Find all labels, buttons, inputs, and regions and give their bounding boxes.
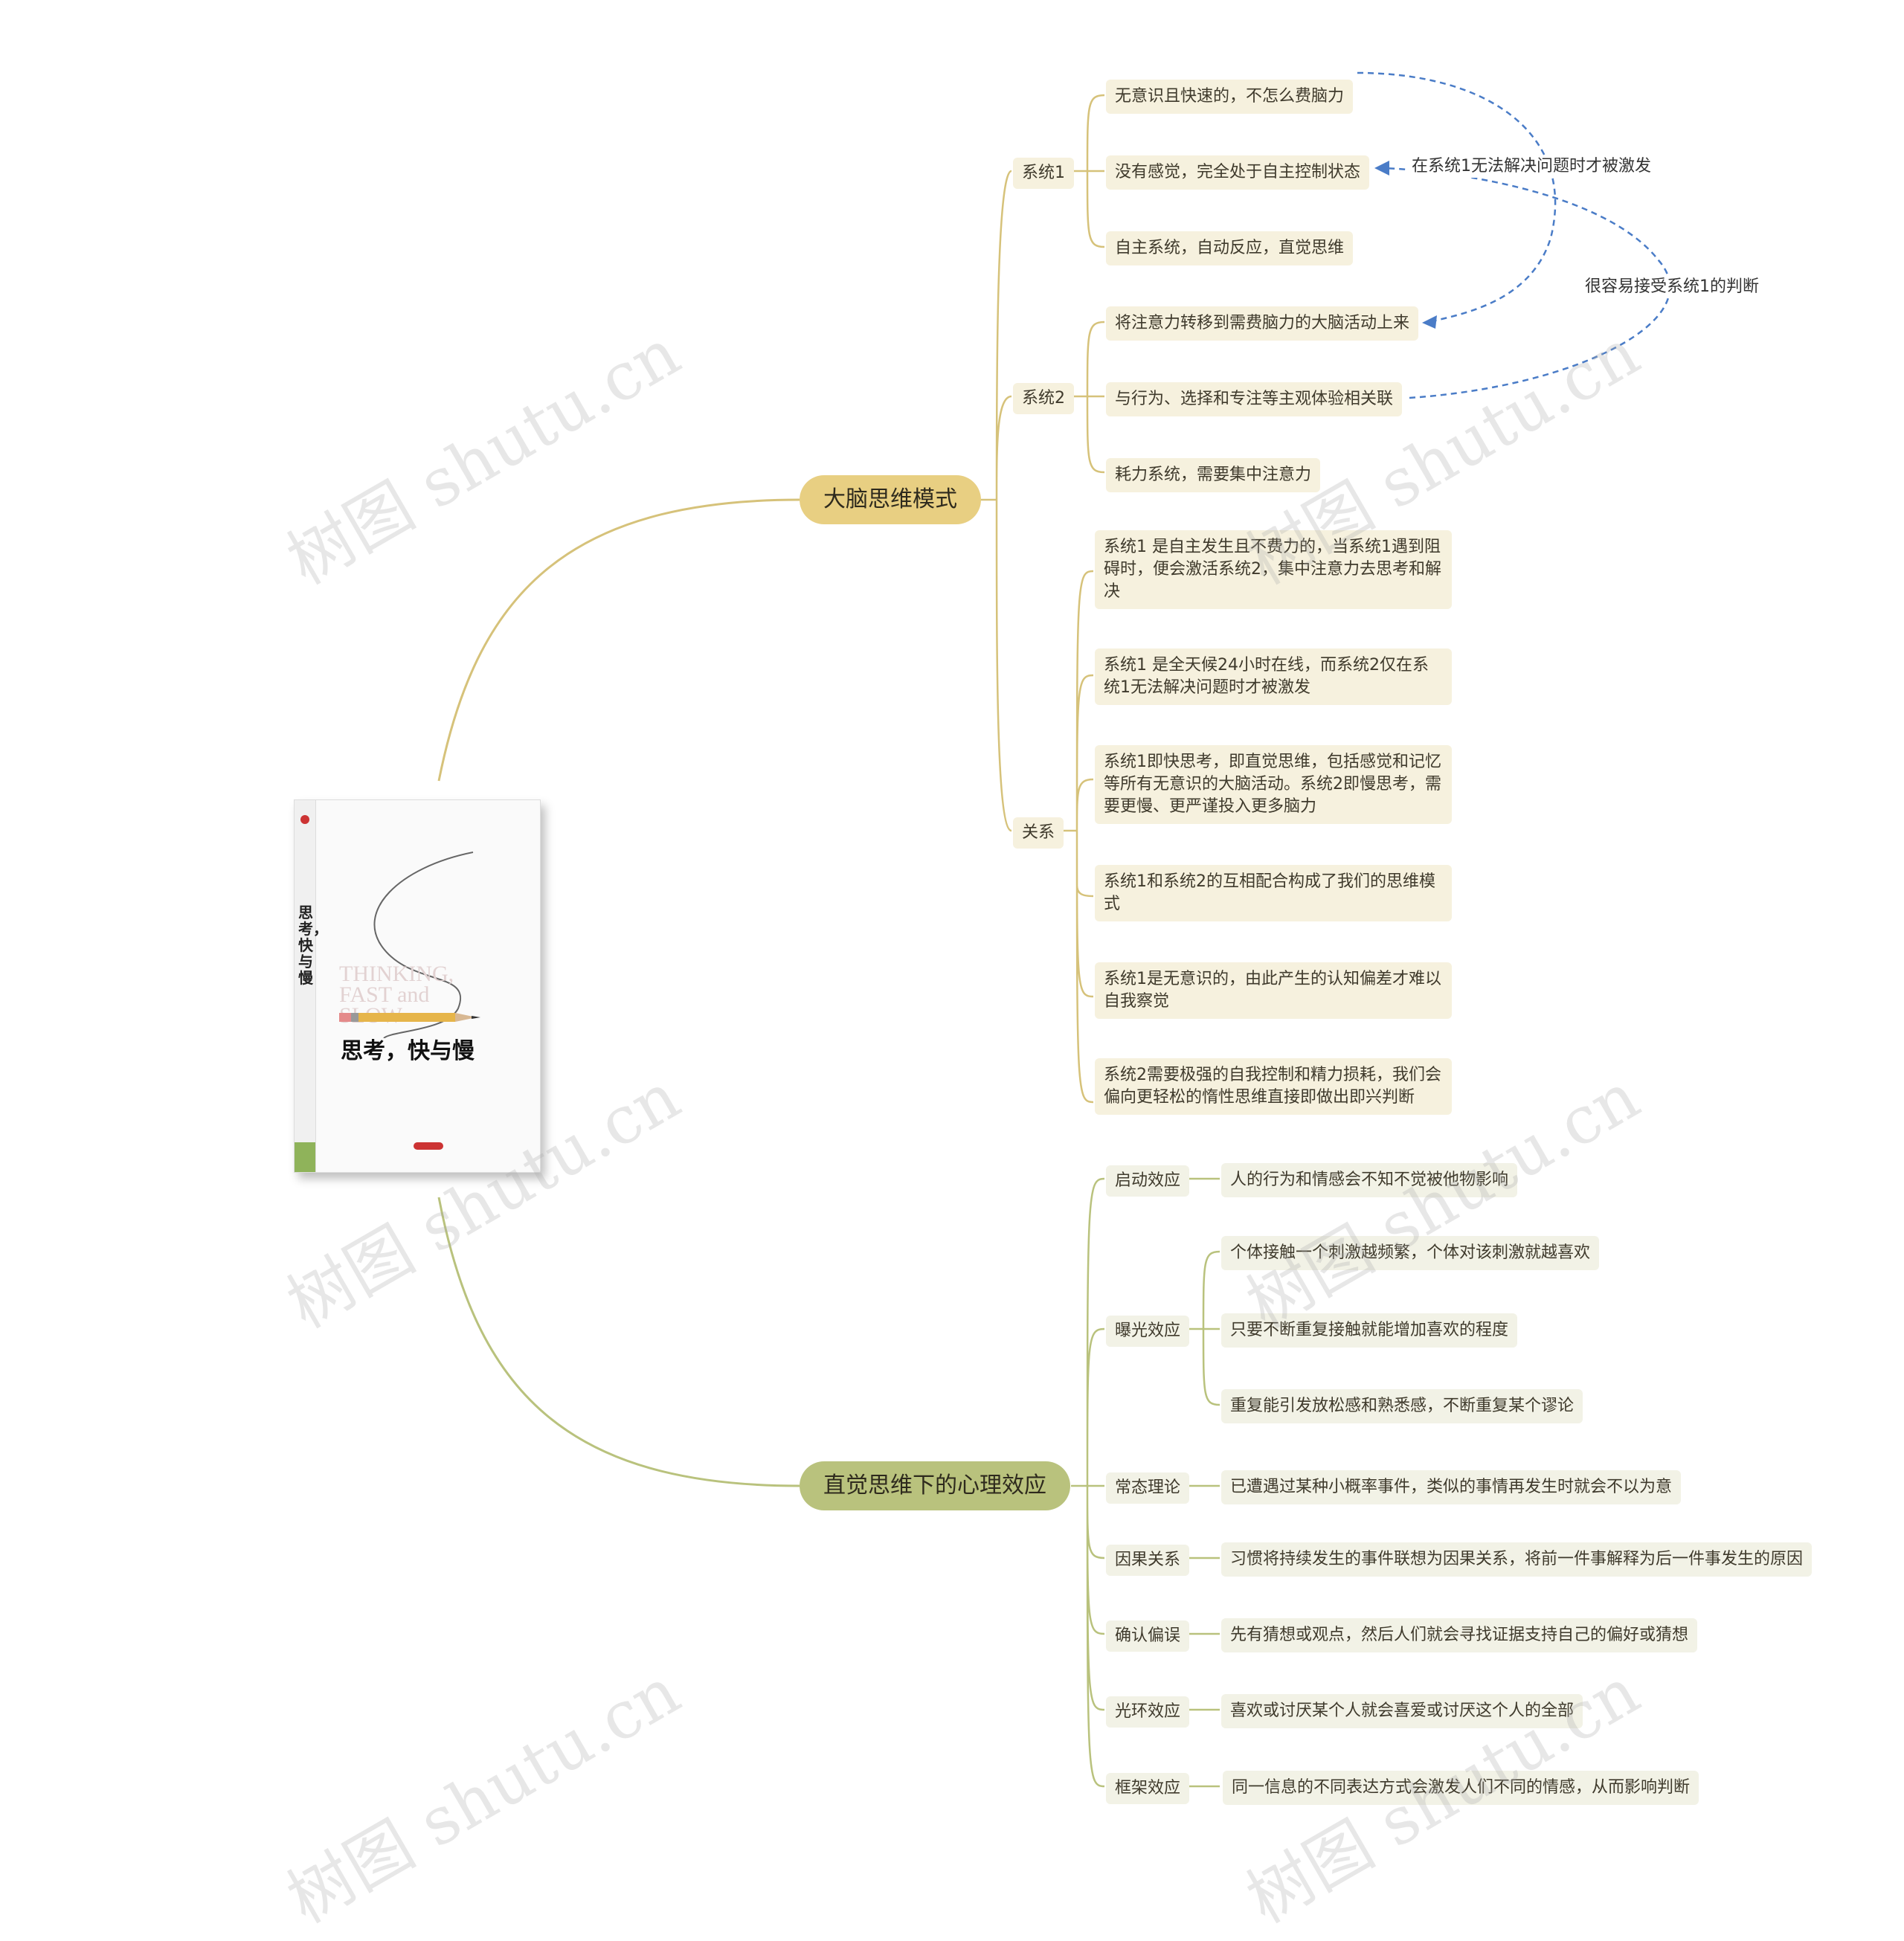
system1-item-1[interactable]: 无意识且快速的，不怎么费脑力: [1106, 80, 1353, 114]
effect-causality[interactable]: 因果关系: [1106, 1545, 1189, 1576]
subtopic-system2[interactable]: 系统2: [1013, 383, 1074, 414]
relation-item-3[interactable]: 系统1即快思考，即直觉思维，包括感觉和记忆等所有无意识的大脑活动。系统2即慢思考…: [1095, 745, 1452, 824]
effect-exposure-item-1[interactable]: 个体接触一个刺激越频繁，个体对该刺激就越喜欢: [1221, 1236, 1599, 1270]
link-note-accept-judgement: 很容易接受系统1的判断: [1580, 276, 1763, 298]
effect-normalcy-item-1[interactable]: 已遭遇过某种小概率事件，类似的事情再发生时就会不以为意: [1221, 1470, 1681, 1504]
effect-halo[interactable]: 光环效应: [1106, 1696, 1189, 1728]
branch-brain-thinking-modes[interactable]: 大脑思维模式: [800, 475, 981, 524]
root-to-branch1: [439, 500, 800, 781]
branch-intuitive-effects[interactable]: 直觉思维下的心理效应: [800, 1461, 1070, 1510]
relation-item-4[interactable]: 系统1和系统2的互相配合构成了我们的思维模式: [1095, 865, 1452, 921]
subtopic-relation[interactable]: 关系: [1013, 817, 1064, 849]
relation-item-6[interactable]: 系统2需要极强的自我控制和精力损耗，我们会偏向更轻松的惰性思维直接即做出即兴判断: [1095, 1058, 1452, 1115]
publisher-seal-icon: [300, 815, 309, 824]
pencil-icon: [339, 1008, 488, 1026]
subtopic-system1[interactable]: 系统1: [1013, 158, 1074, 189]
relation-leaves: [1061, 571, 1093, 1102]
effect-exposure-item-2[interactable]: 只要不断重复接触就能增加喜欢的程度: [1221, 1313, 1517, 1348]
link-note-activation: 在系统1无法解决问题时才被激发: [1407, 155, 1656, 178]
effect-priming-item-1[interactable]: 人的行为和情感会不知不觉被他物影响: [1221, 1163, 1517, 1197]
relation-item-1[interactable]: 系统1 是自主发生且不费力的，当系统1遇到阻碍时，便会激活系统2，集中注意力去思…: [1095, 530, 1452, 609]
effect-exposure[interactable]: 曝光效应: [1106, 1316, 1189, 1347]
effect-causality-item-1[interactable]: 习惯将持续发生的事件联想为因果关系，将前一件事解释为后一件事发生的原因: [1221, 1542, 1812, 1577]
effect-confirmation-bias-item-1[interactable]: 先有猜想或观点，然后人们就会寻找证据支持自己的偏好或猜想: [1221, 1618, 1697, 1652]
dashed-link-1: [1357, 73, 1555, 321]
effect-exposure-item-3[interactable]: 重复能引发放松感和熟悉感，不断重复某个谬论: [1221, 1389, 1583, 1423]
effect-halo-item-1[interactable]: 喜欢或讨厌某个人就会喜爱或讨厌这个人的全部: [1221, 1694, 1583, 1728]
relation-item-5[interactable]: 系统1是无意识的，由此产生的认知偏差才难以自我察觉: [1095, 962, 1452, 1019]
relation-item-2[interactable]: 系统1 是全天候24小时在线，而系统2仅在系统1无法解决问题时才被激发: [1095, 648, 1452, 705]
system2-leaves: [1072, 322, 1104, 472]
effect-framing-item-1[interactable]: 同一信息的不同表达方式会激发人们不同的情感，从而影响判断: [1223, 1771, 1699, 1805]
system2-item-3[interactable]: 耗力系统，需要集中注意力: [1106, 458, 1320, 492]
system2-item-2[interactable]: 与行为、选择和专注等主观体验相关联: [1106, 382, 1402, 416]
arrow-head-2: [1374, 161, 1389, 176]
effect-framing[interactable]: 框架效应: [1106, 1773, 1189, 1804]
branch1-to-subs: [980, 171, 1012, 831]
effect-priming[interactable]: 启动效应: [1106, 1165, 1189, 1197]
effect-confirmation-bias[interactable]: 确认偏误: [1106, 1620, 1189, 1652]
system1-leaves: [1072, 95, 1104, 247]
system1-item-3[interactable]: 自主系统，自动反应，直觉思维: [1106, 231, 1353, 265]
book-title: 思考，快与慢: [341, 1032, 475, 1065]
effect-normalcy[interactable]: 常态理论: [1106, 1472, 1189, 1504]
system1-item-2[interactable]: 没有感觉，完全处于自主控制状态: [1106, 155, 1369, 190]
branch2-to-effects: [1071, 1179, 1104, 1786]
arrow-head-1: [1422, 315, 1437, 329]
effect-leaves: [1189, 1179, 1220, 1786]
system2-item-1[interactable]: 将注意力转移到需费脑力的大脑活动上来: [1106, 306, 1418, 341]
book-spine-title: 思考，快与慢: [298, 904, 315, 986]
book-cover-root[interactable]: 思考，快与慢 THINKING, FAST and SLOW 思考，快与慢: [294, 799, 541, 1173]
root-to-branch2: [439, 1197, 800, 1486]
publisher-logo-icon: [414, 1142, 443, 1150]
book-corner-tab: [295, 1142, 315, 1172]
